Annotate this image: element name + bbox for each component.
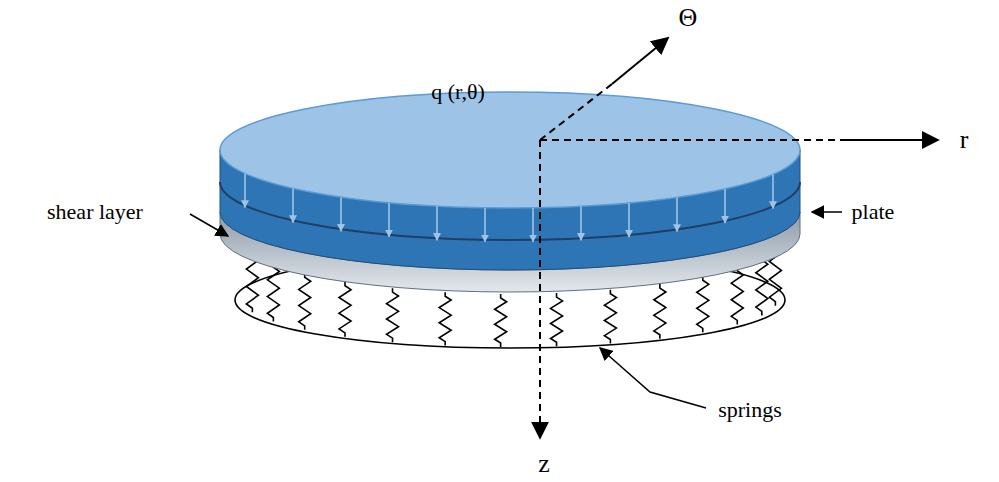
spring-symbol — [439, 292, 451, 345]
spring-symbol — [731, 267, 743, 325]
load-arrow — [292, 188, 294, 222]
spring-symbol — [654, 284, 666, 339]
part-label: z — [538, 451, 550, 477]
z-axis — [539, 140, 541, 428]
load-arrow — [628, 203, 630, 237]
spring-symbol — [495, 294, 507, 347]
part-label: Θ — [679, 5, 698, 31]
spring-symbol — [387, 288, 399, 342]
spring-symbol — [756, 256, 768, 316]
load-arrow — [724, 189, 726, 223]
load-arrow — [340, 197, 342, 231]
spring-symbol — [267, 263, 279, 321]
load-arrow — [484, 208, 486, 242]
theta-axis — [540, 84, 612, 140]
load-arrow — [580, 206, 582, 240]
load-arrow — [772, 174, 774, 208]
load-arrow — [532, 208, 534, 242]
load-arrow — [244, 174, 246, 208]
load-arrow — [436, 206, 438, 240]
part-label: r — [960, 127, 969, 153]
plate-top — [220, 92, 800, 208]
load-arrow — [676, 197, 678, 231]
spring-symbol — [604, 290, 616, 344]
spring-symbol — [299, 273, 311, 330]
spring-symbol — [697, 276, 709, 332]
part-label: plate — [852, 201, 895, 223]
spring-symbol — [339, 282, 351, 337]
spring-symbol — [551, 293, 563, 346]
r-arrow — [845, 139, 938, 141]
part-label: springs — [718, 399, 782, 421]
load-arrow — [388, 203, 390, 237]
shear-leader — [190, 214, 228, 236]
z-arrow — [539, 428, 541, 438]
theta-arrow — [612, 38, 668, 84]
part-label: q (r,θ) — [431, 81, 485, 103]
load-arrows — [245, 174, 773, 242]
r-axis — [540, 139, 845, 141]
springs-leader — [600, 348, 706, 408]
part-label: shear layer — [47, 201, 143, 223]
plate-leader — [812, 211, 842, 213]
